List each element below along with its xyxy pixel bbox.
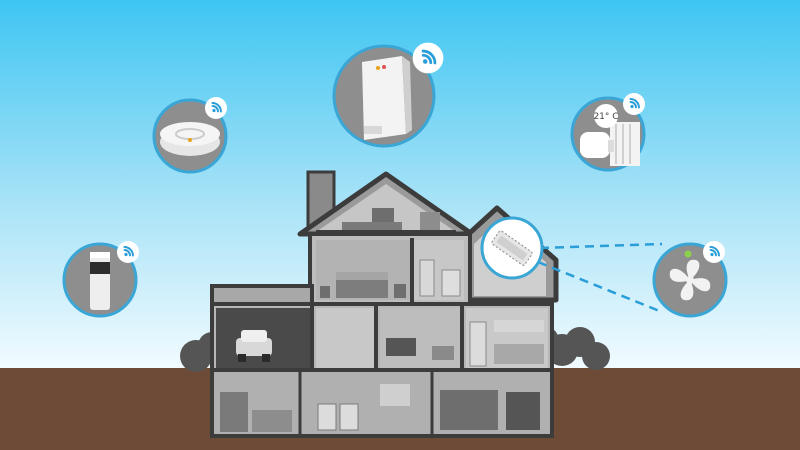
smoke-detector-bubble[interactable] bbox=[152, 96, 228, 174]
air-purifier-icon bbox=[90, 252, 110, 310]
wifi-badge-icon bbox=[116, 240, 140, 264]
air-purifier-bubble[interactable] bbox=[62, 240, 140, 318]
thermostat-bubble[interactable]: 21° C bbox=[570, 92, 646, 172]
wifi-badge-icon bbox=[622, 92, 646, 116]
house-cross-section bbox=[210, 170, 559, 438]
wifi-badge-icon bbox=[204, 96, 228, 120]
ventilation-fan-icon bbox=[669, 259, 711, 301]
wifi-badge-icon bbox=[702, 240, 726, 264]
wifi-badge-icon bbox=[411, 41, 445, 75]
smoke-detector-icon bbox=[160, 122, 220, 156]
thermostat-temperature: 21° C bbox=[593, 112, 618, 122]
ventilation-fan-bubble[interactable] bbox=[652, 240, 728, 318]
wifi-router-icon bbox=[362, 56, 412, 140]
car bbox=[236, 330, 272, 362]
thermostat-icon bbox=[580, 104, 640, 166]
wifi-router-bubble[interactable] bbox=[332, 41, 445, 148]
status-indicator bbox=[684, 250, 692, 258]
wall-sensor-icon bbox=[491, 230, 533, 266]
wall-sensor-bubble[interactable] bbox=[480, 216, 544, 280]
connection-lines bbox=[537, 242, 663, 314]
